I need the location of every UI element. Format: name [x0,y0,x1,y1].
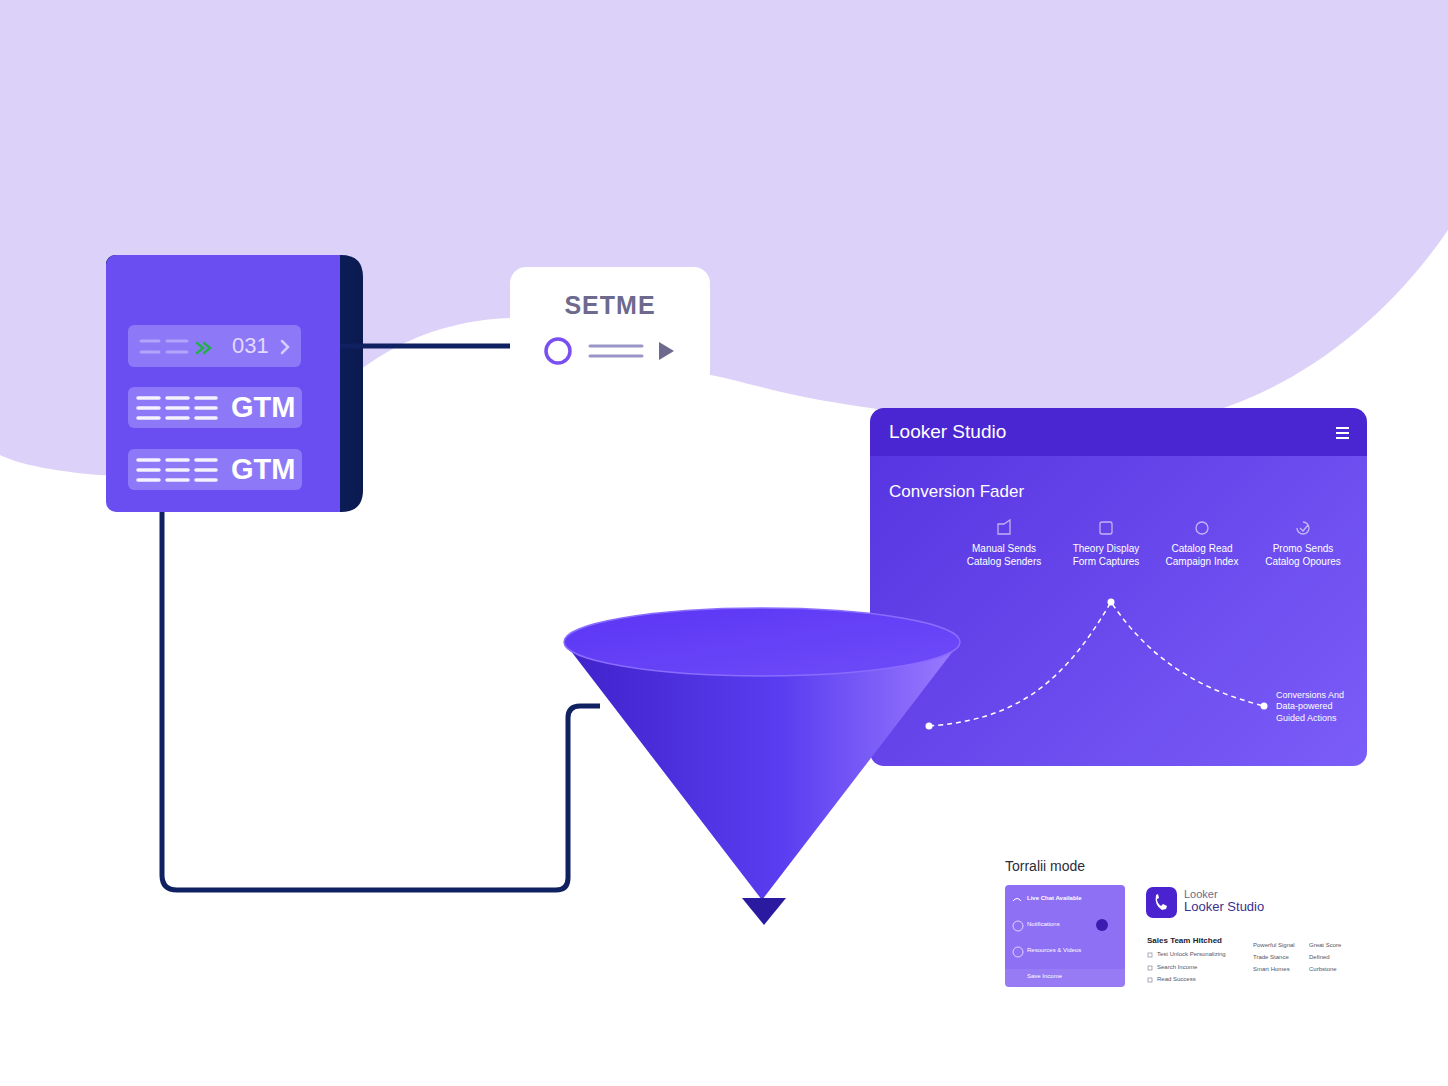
text-label: Powerful Signal [1253,942,1295,950]
card-bottom-bar [1005,969,1125,987]
column-icon [1196,522,1208,534]
text-label: Search Income [1157,964,1197,972]
checkbox [1148,966,1152,970]
pill-row: 031 [128,325,301,367]
status-ring [546,339,570,363]
phone-glyph [1156,894,1167,910]
text-label: Theory Display Form Captures [1066,543,1146,568]
pill-row: GTM [128,449,302,490]
pill-lines [138,398,216,418]
looker-logo [1146,887,1177,918]
text-label: Sales Team Hitched [1147,936,1222,946]
curve-dot [926,723,933,730]
connector-line [340,344,510,349]
column-icon [998,520,1010,534]
mode-card: Torralii modeLive Chat AvailableNotifica… [1005,885,1125,987]
text-label: Promo Sends Catalog Opoures [1263,543,1343,568]
text-label: Trade Stance [1253,954,1289,962]
lavender-blob [0,0,1448,475]
text-label: Curbstone [1309,966,1337,974]
curve-dot [1108,599,1115,606]
text-label: Defined [1309,954,1330,962]
node-text: Live Chat Available [1027,895,1082,902]
text-label: Looker Studio [1184,899,1264,915]
node-text: Resources & Videos [1027,947,1081,954]
node-text: Notifications [1027,921,1060,928]
text-label: Test Unlock Personalizing [1157,951,1226,959]
node-heading: SETME [510,291,710,320]
looker-panel: Looker StudioConversion Fader [870,408,1367,766]
pill-lines [141,341,187,352]
pill-row: GTM [128,387,302,428]
chat-icon [1013,899,1021,902]
text-label: Smart Homes [1253,966,1290,974]
funnel-tip [742,898,786,925]
text-label: Catalog Read Campaign Index [1162,543,1242,568]
row-icon [1013,947,1023,957]
text-label: Read Success [1157,976,1196,984]
chevron [282,341,288,353]
text-label: Manual Sends Catalog Senders [964,543,1044,568]
node-heading: Torralii mode [1005,858,1085,874]
device-box: 031GTM GTM [106,255,340,512]
funnel-cone [564,642,960,900]
node-text: Conversion Fader [889,482,1024,502]
setme-decoration [546,339,674,363]
funnel-top [564,608,960,676]
pill-decoration [138,341,288,480]
pill-lines [138,460,216,480]
node-text: Save Income [1027,973,1062,980]
node-heading: 031 [232,333,269,358]
node-heading: GTM [231,453,295,486]
green-arrow [197,343,210,353]
funnel-wire [162,512,600,890]
text-label: Great Score [1309,942,1341,950]
setme-card: SETME [510,267,710,380]
hamburger-icon [1336,428,1349,438]
dashed-curve [929,602,1264,726]
node-heading: GTM [231,391,295,424]
panel-decoration [926,428,1350,730]
node-heading: Looker Studio [889,421,1006,443]
play-triangle [659,342,674,360]
curve-dot [1261,703,1268,710]
setme-lines [590,346,642,356]
row-icon [1013,921,1023,931]
column-icon [1297,522,1309,534]
checkbox [1148,953,1152,957]
text-label: Conversions And Data-powered Guided Acti… [1276,690,1352,724]
checkbox [1148,978,1152,982]
badge [1096,919,1108,931]
funnel-figure [564,608,960,925]
column-icon [1100,522,1112,534]
